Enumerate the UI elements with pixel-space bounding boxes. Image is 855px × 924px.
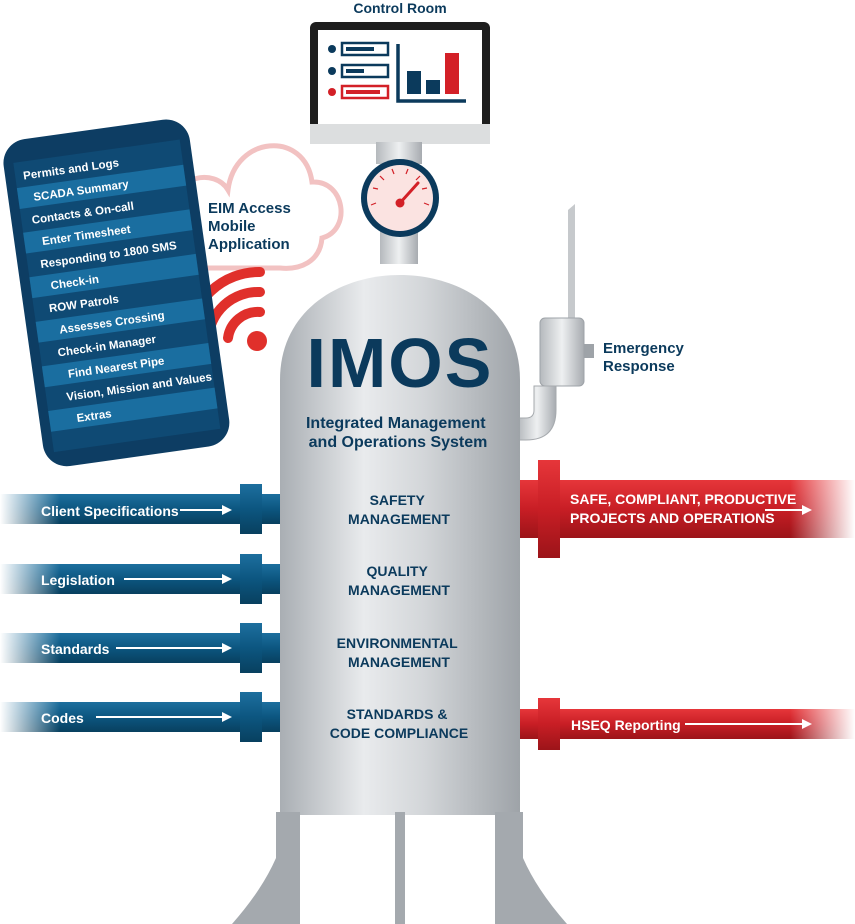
menu-row-band [35,298,205,343]
output-pipe: SAFE, COMPLIANT, PRODUCTIVE PROJECTS AND… [515,460,855,558]
control-room-label: Control Room [353,0,446,16]
menu-row-band [48,387,218,432]
imos-tank [232,275,567,924]
input-label: Codes [41,710,84,726]
menu-row-band [41,343,212,388]
arrow-right-icon [765,505,812,515]
arrow-right-icon [116,643,232,653]
arrow-right-icon [96,712,232,722]
tank-subtitle: Integrated Management and Operations Sys… [306,415,490,451]
menu-row-band [23,209,193,254]
arrow-right-icon [124,574,232,584]
input-pipe: Client Specifications [0,484,285,534]
input-pipe: Legislation [0,554,285,604]
menu-item[interactable]: Extras [76,408,112,425]
valve-icon [517,204,594,441]
pressure-gauge-icon [361,142,439,264]
tank-title: IMOS [307,324,494,402]
safety-management-section: SAFETY MANAGEMENT [348,492,450,527]
output-label: HSEQ Reporting [571,717,681,733]
environmental-management-section: ENVIRONMENTAL MANAGEMENT [337,635,462,670]
input-pipes: Client Specifications Legislation Standa… [0,484,285,742]
input-pipe: Standards [0,623,285,673]
control-room: Control Room [310,0,490,144]
input-label: Legislation [41,572,115,588]
quality-management-section: QUALITY MANAGEMENT [348,563,450,598]
output-pipe: HSEQ Reporting [515,698,855,750]
input-label: Client Specifications [41,503,179,519]
output-label: SAFE, COMPLIANT, PRODUCTIVE PROJECTS AND… [570,491,800,526]
input-label: Standards [41,641,110,657]
input-pipe: Codes [0,692,285,742]
output-pipes: SAFE, COMPLIANT, PRODUCTIVE PROJECTS AND… [515,460,855,750]
mobile-app-label: EIM Access Mobile Application [208,200,295,253]
arrow-right-icon [685,719,812,729]
standards-compliance-section: STANDARDS & CODE COMPLIANCE [330,706,468,741]
emergency-response-label: Emergency Response [603,340,688,375]
monitor-dashboard-icon [310,22,490,144]
tank-sections: SAFETY MANAGEMENT QUALITY MANAGEMENT ENV… [330,492,468,741]
menu-row-band [29,253,199,299]
menu-row-band [16,164,187,209]
arrow-right-icon [180,505,232,515]
